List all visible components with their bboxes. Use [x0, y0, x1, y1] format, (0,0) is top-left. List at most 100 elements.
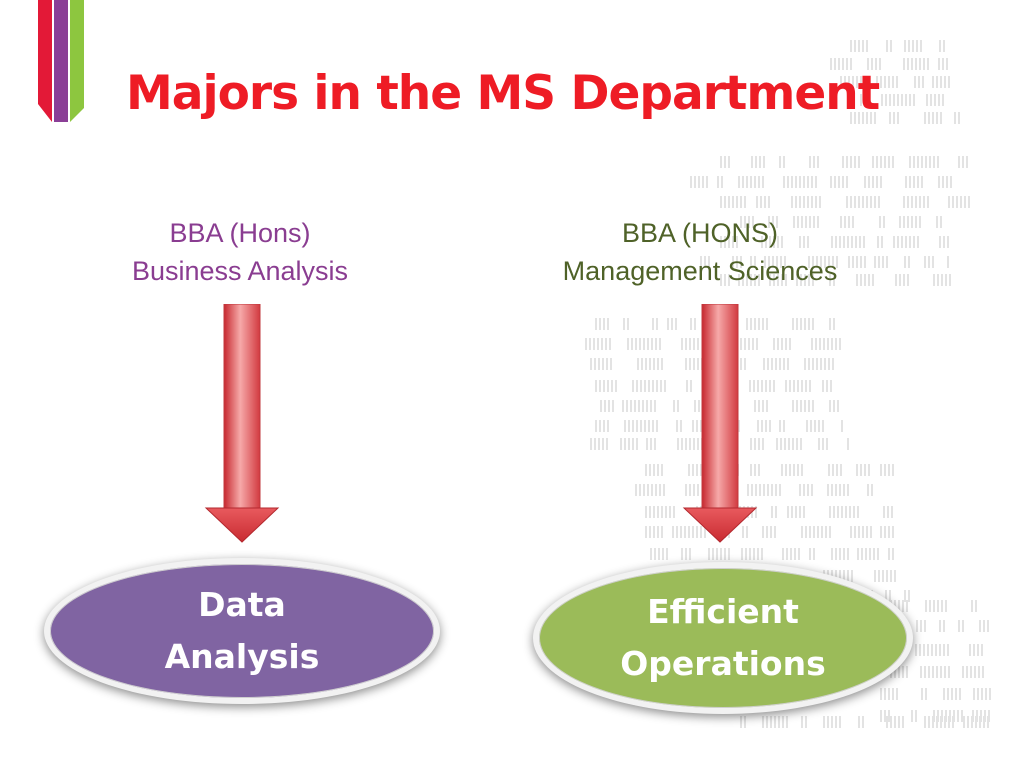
texture-bar: [789, 464, 791, 476]
texture-bar: [892, 548, 894, 560]
texture-bar: [938, 176, 940, 188]
accent-bar-red: [38, 0, 52, 104]
texture-bar: [839, 548, 841, 560]
texture-bar: [786, 716, 788, 728]
texture-bar: [880, 156, 882, 168]
texture-bar: [811, 484, 813, 496]
texture-bar: [880, 688, 882, 700]
texture-bar: [933, 156, 935, 168]
texture-bar: [738, 176, 740, 188]
texture-bar: [657, 358, 659, 370]
texture-bar: [932, 76, 934, 88]
texture-bar: [925, 600, 927, 612]
texture-bar: [854, 196, 856, 208]
texture-bar: [753, 548, 755, 560]
texture-bar: [653, 526, 655, 538]
texture-bar: [944, 76, 946, 88]
texture-bar: [942, 176, 944, 188]
texture-bar: [793, 464, 795, 476]
texture-bar: [603, 318, 605, 330]
texture-bar: [936, 76, 938, 88]
texture-bar: [642, 400, 644, 412]
texture-bar: [862, 40, 864, 52]
texture-bar: [607, 420, 609, 432]
outcome-line-1: Data: [198, 585, 286, 624]
texture-bar: [977, 688, 979, 700]
texture-bar: [817, 156, 819, 168]
texture-bar: [793, 380, 795, 392]
texture-bar: [646, 438, 648, 450]
texture-bar: [622, 400, 624, 412]
texture-bar: [598, 358, 600, 370]
texture-bar: [908, 40, 910, 52]
texture-bar: [850, 526, 852, 538]
texture-bar: [639, 484, 641, 496]
outcome-line-2: Analysis: [164, 637, 320, 676]
texture-bar: [716, 548, 718, 560]
texture-bar: [796, 318, 798, 330]
texture-bar: [659, 484, 661, 496]
texture-bar: [785, 380, 787, 392]
texture-bar: [661, 464, 663, 476]
texture-bar: [841, 506, 843, 518]
texture-bar: [902, 600, 904, 612]
texture-bar: [663, 484, 665, 496]
texture-bar: [831, 548, 833, 560]
texture-bar: [746, 176, 748, 188]
texture-bar: [632, 438, 634, 450]
texture-bar: [835, 716, 837, 728]
texture-bar: [903, 196, 905, 208]
outcome-oval-data-analysis: Data Analysis: [44, 558, 440, 704]
texture-bar: [799, 176, 801, 188]
texture-bar: [894, 570, 896, 582]
texture-bar: [832, 358, 834, 370]
texture-bar: [909, 236, 911, 248]
texture-bar: [624, 438, 626, 450]
texture-bar: [791, 196, 793, 208]
texture-bar: [799, 196, 801, 208]
texture-bar: [644, 420, 646, 432]
texture-bar: [818, 438, 820, 450]
outcome-oval-efficient-operations: Efficient Operations: [533, 562, 913, 714]
texture-bar: [624, 420, 626, 432]
texture-bar: [884, 526, 886, 538]
texture-bar: [788, 438, 790, 450]
texture-bar: [599, 380, 601, 392]
texture-bar: [886, 40, 888, 52]
texture-bar: [656, 318, 658, 330]
texture-bar: [911, 216, 913, 228]
texture-bar: [627, 318, 629, 330]
texture-bar: [744, 716, 746, 728]
texture-bar: [655, 484, 657, 496]
texture-bar: [740, 716, 742, 728]
texture-bar: [775, 506, 777, 518]
texture-bar: [908, 590, 910, 602]
texture-bar: [661, 506, 663, 518]
texture-bar: [839, 484, 841, 496]
texture-bar: [913, 176, 915, 188]
texture-bar: [825, 526, 827, 538]
texture-bar: [765, 380, 767, 392]
texture-bar: [987, 716, 989, 728]
texture-bar: [911, 196, 913, 208]
texture-bar: [895, 274, 897, 286]
texture-bar: [728, 196, 730, 208]
texture-bar: [822, 438, 824, 450]
texture-bar: [749, 548, 751, 560]
texture-bar: [623, 318, 625, 330]
texture-bar: [815, 338, 817, 350]
texture-bar: [920, 40, 922, 52]
texture-bar: [924, 666, 926, 678]
texture-bar: [968, 196, 970, 208]
texture-bar: [589, 338, 591, 350]
texture-bar: [884, 156, 886, 168]
texture-bar: [955, 688, 957, 700]
texture-bar: [744, 196, 746, 208]
texture-bar: [866, 40, 868, 52]
texture-bar: [830, 380, 832, 392]
texture-bar: [836, 464, 838, 476]
texture-bar: [671, 318, 673, 330]
texture-bar: [840, 464, 842, 476]
texture-bar: [858, 526, 860, 538]
texture-bar: [791, 176, 793, 188]
